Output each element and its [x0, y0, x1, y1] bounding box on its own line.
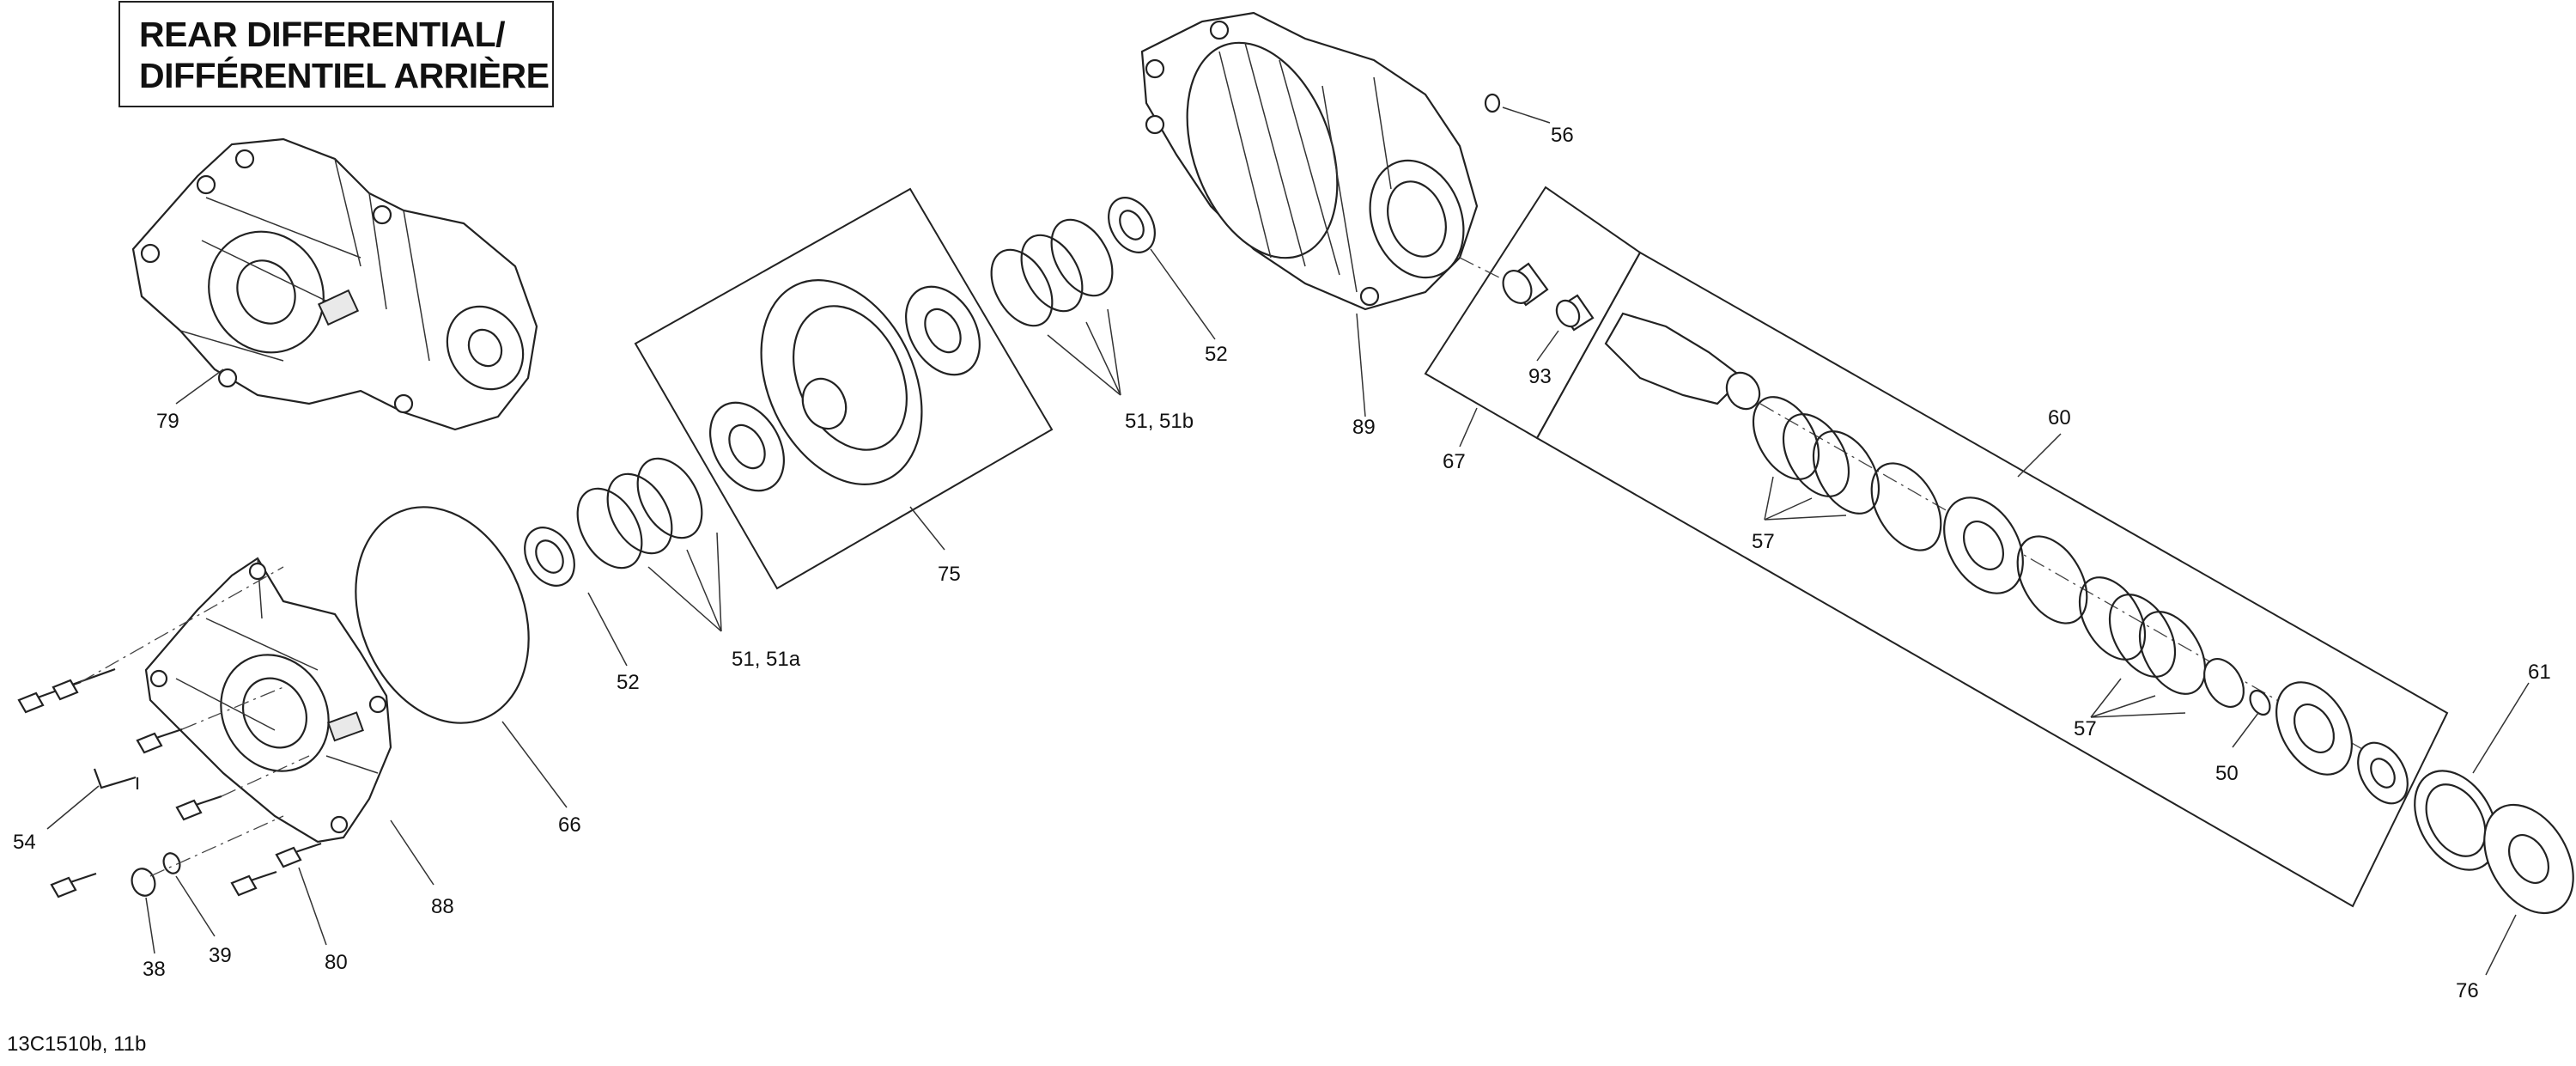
- callout-52-lower: 52: [617, 671, 640, 694]
- part-57-shims-upper: [1752, 396, 1880, 515]
- part-93-bushings: [1502, 262, 1595, 332]
- callout-60: 60: [2048, 406, 2071, 429]
- part-51-shims-lower: [576, 457, 703, 570]
- callout-89: 89: [1352, 416, 1376, 439]
- callout-57-upper: 57: [1752, 530, 1775, 553]
- title-line-1: REAR DIFFERENTIAL/: [139, 15, 506, 54]
- part-52-seal-lower: [524, 527, 575, 587]
- part-75-ring-gear: [760, 279, 923, 485]
- callout-61: 61: [2528, 661, 2551, 684]
- callout-75: 75: [938, 563, 961, 586]
- callout-88: 88: [431, 895, 454, 918]
- callout-54: 54: [13, 831, 36, 854]
- callout-67: 67: [1443, 450, 1466, 473]
- part-50-parts: [2202, 658, 2271, 716]
- callout-57-lower: 57: [2074, 717, 2097, 740]
- callout-39: 39: [209, 944, 232, 967]
- title-line-2: DIFFÉRENTIEL ARRIÈRE: [139, 56, 550, 95]
- part-79-housing: [131, 137, 538, 431]
- callout-79: 79: [156, 410, 179, 433]
- callout-38: 38: [143, 958, 166, 981]
- callout-93: 93: [1528, 365, 1552, 388]
- part-76-seal: [2483, 803, 2574, 915]
- callout-51-51b: 51, 51b: [1125, 410, 1194, 433]
- part-57-shims-lower: [2078, 576, 2207, 695]
- part-61-collar: [2414, 770, 2498, 871]
- callout-80: 80: [325, 951, 348, 974]
- part-88-cover: [144, 557, 392, 844]
- part-60-group-frame: [1535, 251, 2449, 908]
- bolts-group: [17, 566, 322, 898]
- spacer-ring-2: [2016, 535, 2088, 624]
- part-75-group-frame: [634, 187, 1054, 590]
- part-51-shims-upper: [990, 218, 1114, 327]
- lock-nut: [2357, 741, 2409, 805]
- diagram-code: 13C1510b, 11b: [7, 1032, 147, 1056]
- bearing-lower: [2275, 681, 2353, 776]
- callout-52-upper: 52: [1205, 343, 1228, 366]
- part-66-o-ring: [355, 506, 530, 724]
- part-89-housing: [1140, 11, 1479, 311]
- callout-50: 50: [2215, 762, 2239, 785]
- callout-76: 76: [2456, 979, 2479, 1002]
- pinion-gear: [1459, 257, 2405, 774]
- bearing-center: [1943, 496, 2024, 594]
- part-56-plug: [1484, 93, 1501, 113]
- leader-lines: [46, 107, 2530, 976]
- part-52-seal-upper: [1108, 197, 1156, 253]
- title-box: REAR DIFFERENTIAL/ DIFFÉRENTIEL ARRIÈRE: [118, 1, 554, 107]
- callout-56: 56: [1551, 124, 1574, 147]
- part-75-bearing-left: [709, 401, 785, 492]
- spacer-ring: [1870, 462, 1942, 551]
- part-75-bearing-right: [905, 285, 981, 376]
- callout-51-51a: 51, 51a: [732, 648, 801, 671]
- callout-66: 66: [558, 813, 581, 837]
